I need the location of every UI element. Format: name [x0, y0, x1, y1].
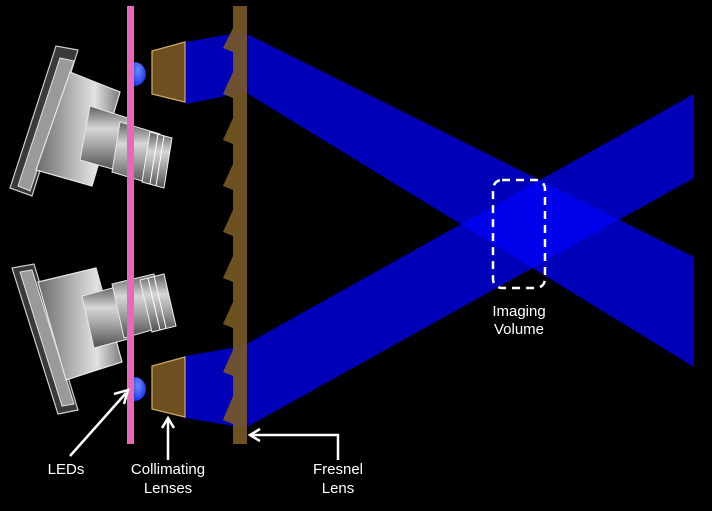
- imaging-volume-label-line2: Volume: [494, 321, 544, 338]
- imaging-volume: [491, 178, 547, 290]
- light-beam-lower: [186, 94, 694, 428]
- collimating-lens-icon: [151, 41, 186, 103]
- arrow-icon: [69, 388, 130, 457]
- fresnel-lens-label-line1: Fresnel: [313, 461, 363, 478]
- collimating-lens-icon: [151, 356, 186, 418]
- camera-icon: [11, 263, 177, 415]
- led-board: [127, 6, 134, 444]
- light-beam-upper: [186, 32, 694, 367]
- imaging-volume-label-line1: Imaging: [492, 303, 545, 320]
- leds-label: LEDs: [48, 461, 85, 478]
- light-beams: [186, 32, 694, 428]
- arrow-icon: [160, 415, 176, 460]
- collimating-lenses-label-line2: Lenses: [144, 480, 192, 497]
- arrow-icon: [247, 427, 340, 460]
- led-icon: [134, 62, 146, 86]
- collimating-lenses-label-line1: Collimating: [131, 461, 205, 478]
- led-icon: [134, 377, 146, 401]
- fresnel-lens-label-line2: Lens: [322, 480, 355, 497]
- fresnel-lens-icon: [223, 6, 247, 444]
- camera-icon: [9, 45, 173, 197]
